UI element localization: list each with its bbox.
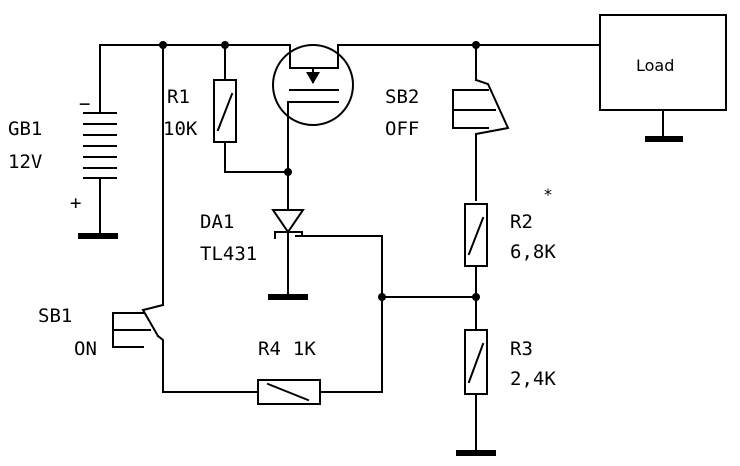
junction-dot [472, 293, 480, 301]
junction-dot [159, 41, 167, 49]
regulator-da1 [268, 171, 383, 300]
battery-value-label: 12V [8, 151, 42, 173]
r3-ref-label: R3 [510, 338, 533, 360]
battery-ref-label: GB1 [8, 118, 42, 140]
pushbutton-sb2 [452, 44, 510, 201]
junction-dot [284, 168, 292, 176]
mosfet-transistor [272, 44, 354, 173]
wire-bottom-left [162, 384, 259, 393]
da1-ref-label: DA1 [200, 211, 234, 233]
battery-minus-sign: − [79, 93, 90, 115]
r3-value-label: 2,4K [510, 368, 556, 390]
r2-value-label: 6,8K [510, 241, 556, 263]
sb1-value-label: ON [74, 338, 97, 360]
wire-bottom-right [319, 296, 383, 393]
battery-gb1 [78, 44, 118, 239]
da1-value-label: TL431 [200, 243, 257, 265]
sb1-ref-label: SB1 [38, 305, 72, 327]
junction-dot [221, 41, 229, 49]
junction-dot [378, 293, 386, 301]
pushbutton-sb1 [112, 303, 165, 386]
r2-marker: * [544, 185, 552, 204]
r1-value-label: 10K [163, 118, 198, 140]
load-label: Load [636, 56, 674, 75]
sb2-ref-label: SB2 [385, 86, 419, 108]
wire-r1-bottom [224, 141, 289, 173]
junction-dot [472, 41, 480, 49]
r2-ref-label: R2 [510, 211, 533, 233]
sb2-value-label: OFF [385, 118, 419, 140]
r1-ref-label: R1 [167, 86, 190, 108]
battery-plus-sign: + [70, 192, 81, 214]
